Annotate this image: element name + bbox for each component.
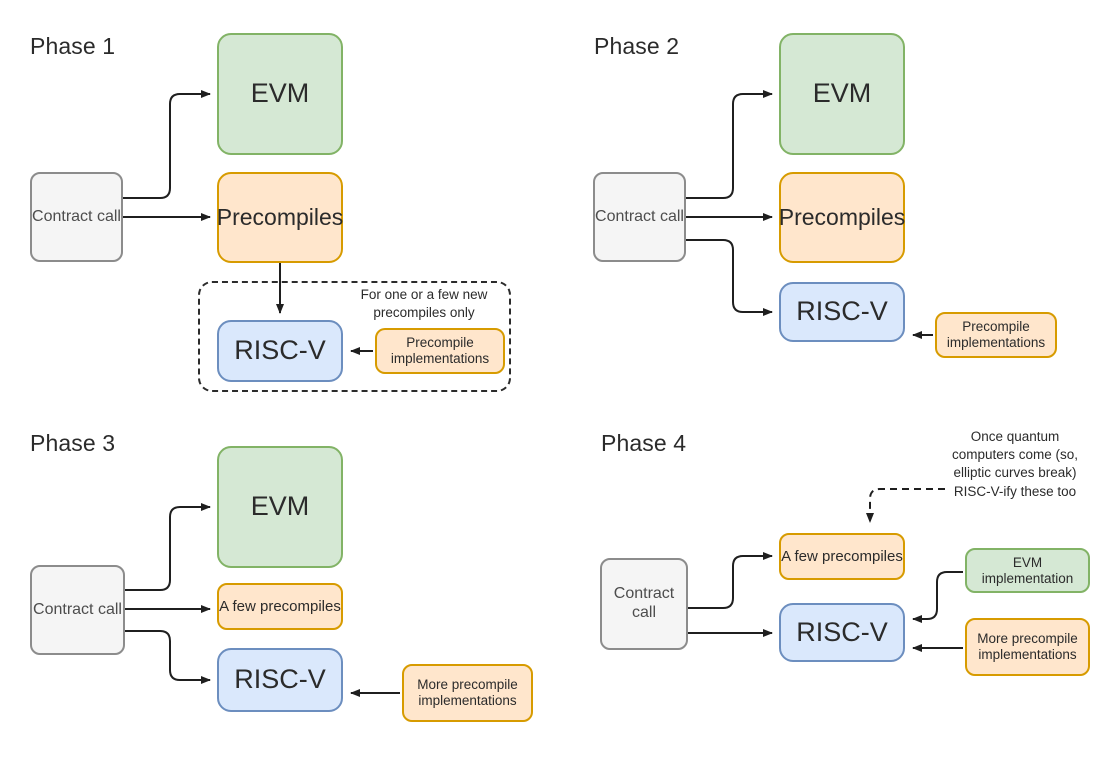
- phase4-node-more-precompile-implementations[interactable]: More precompile implementations: [965, 618, 1090, 676]
- phase1-node-precompile-implementations[interactable]: Precompile implementations: [375, 328, 505, 374]
- phase2-node-precompiles[interactable]: Precompiles: [779, 172, 905, 263]
- phase2-title: Phase 2: [594, 33, 680, 59]
- phase4-node-riscv[interactable]: RISC-V: [779, 603, 905, 662]
- edge-contractcall-riscv-p2: [686, 239, 773, 316]
- phase4-node-contract-call[interactable]: Contract call: [600, 558, 688, 650]
- phase2-node-contract-call[interactable]: Contract call: [593, 172, 686, 262]
- phase2-node-precompile-implementations[interactable]: Precompile implementations: [935, 312, 1057, 358]
- edge-contractcall-afew-p4: [688, 552, 773, 609]
- phase3-node-riscv[interactable]: RISC-V: [217, 648, 343, 712]
- phase1-group-note: For one or a few new precompiles only: [360, 287, 488, 321]
- phase1-node-evm[interactable]: EVM: [217, 33, 343, 155]
- phase4-node-a-few-precompiles[interactable]: A few precompiles: [779, 533, 905, 580]
- phase3-title: Phase 3: [30, 430, 116, 456]
- edge-contractcall-evm-p3: [125, 503, 211, 591]
- phase4-title: Phase 4: [601, 430, 687, 456]
- edge-contractcall-evm-p2: [686, 90, 773, 199]
- phase3-node-contract-call[interactable]: Contract call: [30, 565, 125, 655]
- phase4-quantum-note: Once quantum computers come (so, ellipti…: [951, 429, 1079, 499]
- edge-evmimpl-riscv-p4: [912, 571, 963, 623]
- phase4-node-evm-implementation[interactable]: EVM implementation: [965, 548, 1090, 593]
- phase1-node-precompiles[interactable]: Precompiles: [217, 172, 343, 263]
- phase2-node-riscv[interactable]: RISC-V: [779, 282, 905, 342]
- phase1-node-riscv[interactable]: RISC-V: [217, 320, 343, 382]
- edge-contractcall-riscv-p3: [125, 630, 211, 684]
- phase3-node-evm[interactable]: EVM: [217, 446, 343, 568]
- phase3-node-a-few-precompiles[interactable]: A few precompiles: [217, 583, 343, 630]
- phase1-node-contract-call[interactable]: Contract call: [30, 172, 123, 262]
- phase3-node-more-precompile-implementations[interactable]: More precompile implementations: [402, 664, 533, 722]
- phase2-node-evm[interactable]: EVM: [779, 33, 905, 155]
- phase1-dashed-group: [198, 281, 511, 392]
- phase1-title: Phase 1: [30, 33, 116, 59]
- edge-contractcall-evm-p1: [123, 90, 211, 199]
